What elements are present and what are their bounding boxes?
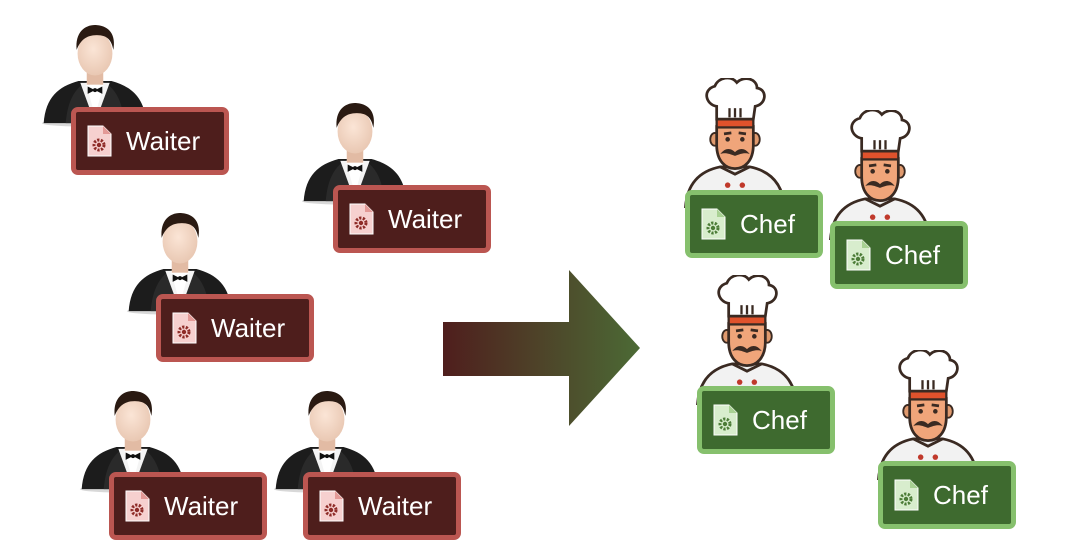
chef-label: Chef [885,239,940,270]
waiter-label: Waiter [164,490,239,521]
chef-badge: Chef [697,386,835,454]
document-gear-icon [318,490,344,522]
waiter-label: Waiter [126,125,201,156]
waiter-badge: Waiter [71,107,229,175]
chef-badge: Chef [878,461,1016,529]
document-gear-icon [845,239,871,271]
waiter-label: Waiter [211,312,286,343]
document-gear-icon [86,125,112,157]
waiter-label: Waiter [358,490,433,521]
chef-label: Chef [752,404,807,435]
chef-figure [680,78,790,208]
waiter-badge: Waiter [303,472,461,540]
document-gear-icon [700,208,726,240]
chef-icon [680,78,790,208]
waiter-label: Waiter [388,203,463,234]
chef-label: Chef [740,208,795,239]
document-gear-icon [124,490,150,522]
waiter-badge: Waiter [156,294,314,362]
right-arrow-icon [443,270,640,426]
document-gear-icon [712,404,738,436]
chef-badge: Chef [830,221,968,289]
waiter-badge: Waiter [109,472,267,540]
chef-label: Chef [933,479,988,510]
document-gear-icon [348,203,374,235]
document-gear-icon [171,312,197,344]
document-gear-icon [893,479,919,511]
chef-badge: Chef [685,190,823,258]
waiter-badge: Waiter [333,185,491,253]
